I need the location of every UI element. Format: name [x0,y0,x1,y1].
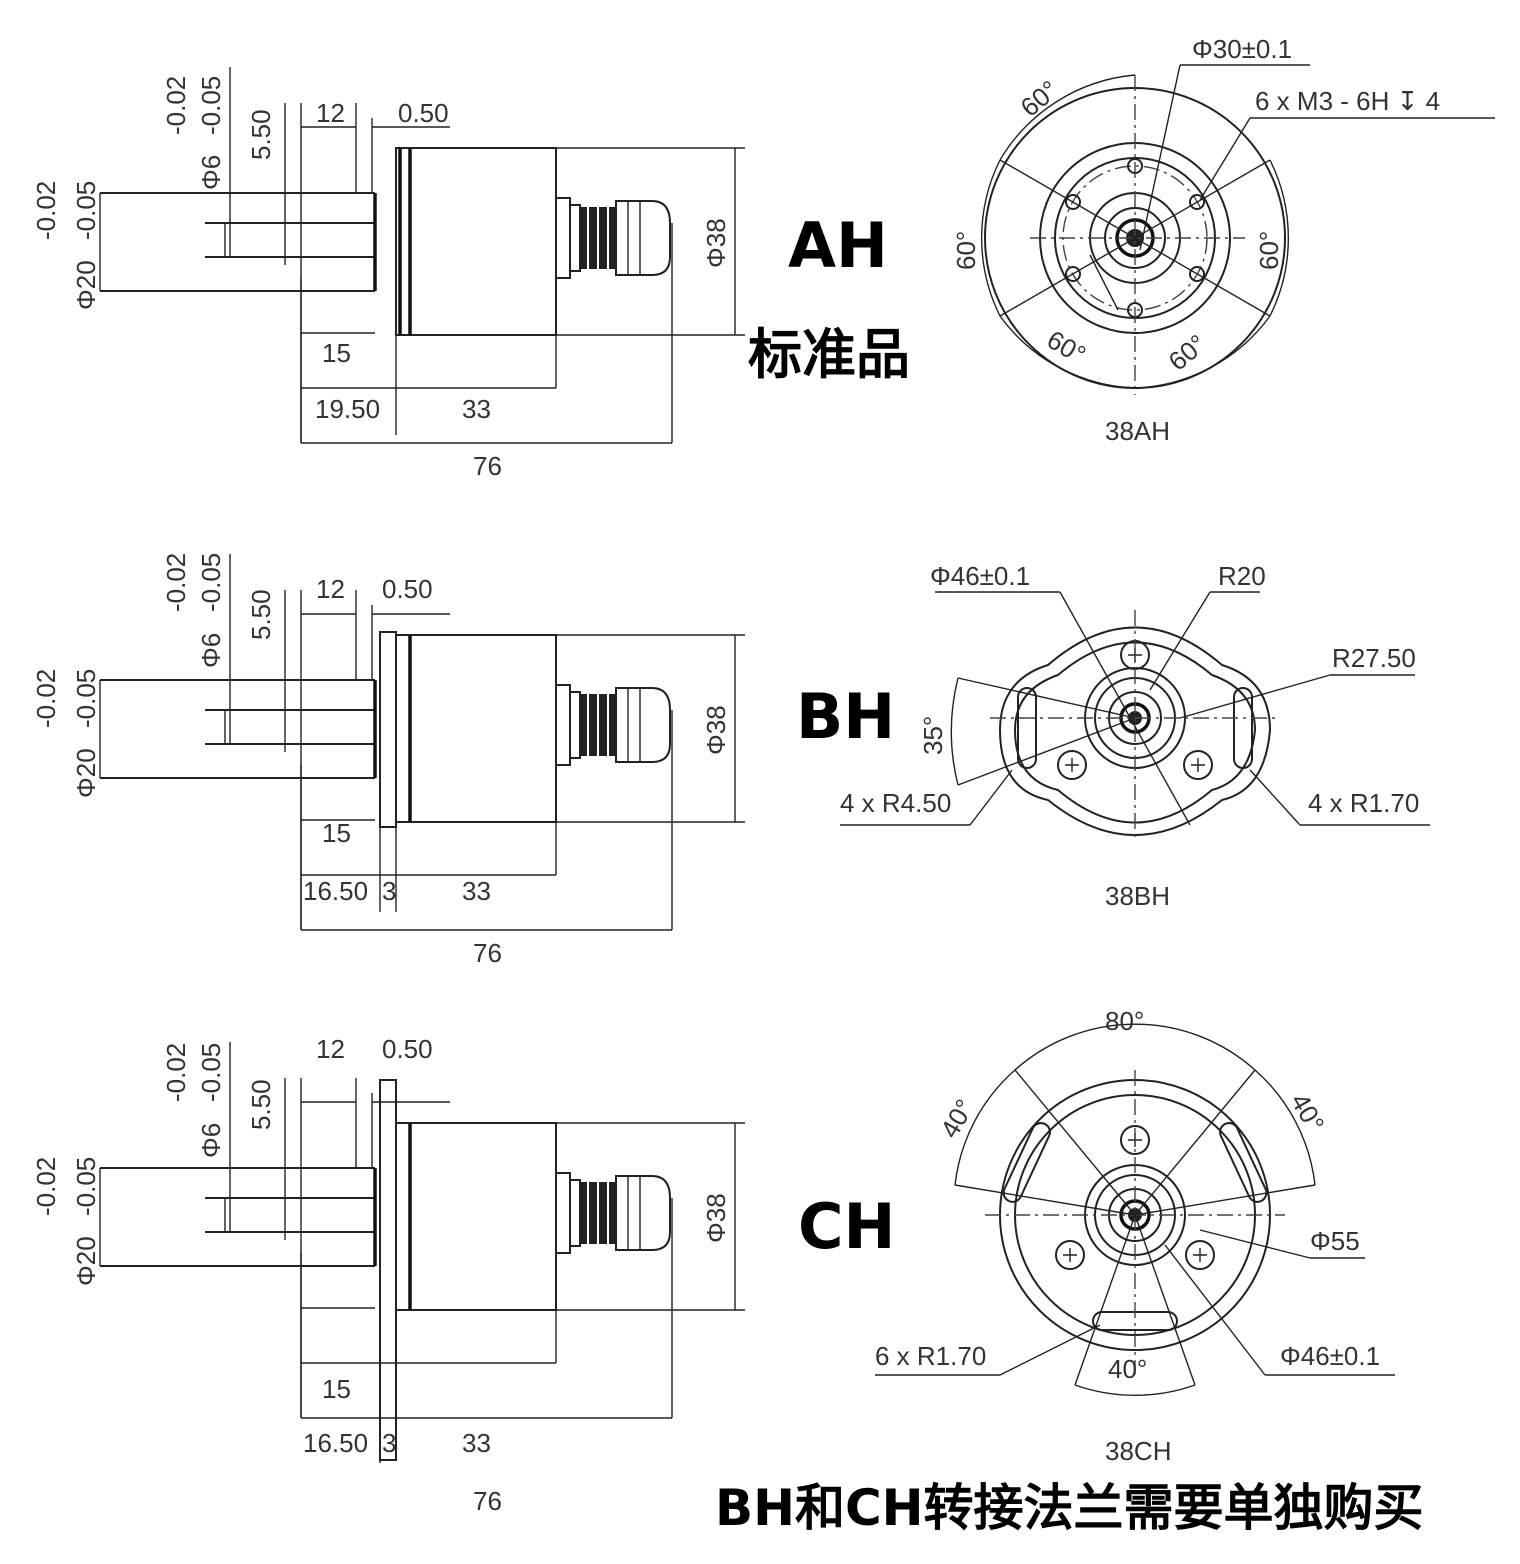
bh-total-len: 76 [473,938,502,968]
ah-sublabel: 标准品 [748,323,910,386]
ch-label: CH [798,1190,895,1263]
ch-boss-dia: Φ20 [71,1236,101,1286]
bh-slots: 4 x R4.50 [840,788,951,818]
ch-front-dia: Φ46±0.1 [1280,1341,1380,1371]
ah-flat-depth: 5.50 [246,109,276,160]
ah-boss-tol-lower: -0.05 [71,181,101,240]
bh-r20: R20 [1218,561,1266,591]
ah-holes: 6 x M3 - 6H ↧ 4 [1255,86,1440,116]
bh-body-len: 33 [462,876,491,906]
ah-total-len: 76 [473,451,502,481]
ch-boss-tol-upper: -0.02 [31,1157,61,1216]
bh-body-dia: Φ38 [701,705,731,755]
ah-angle-tl: 60° [1015,74,1064,122]
ch-outer-dia: Φ55 [1310,1226,1360,1256]
ah-angle-r: 60° [1254,231,1284,270]
footer-note: BH和CH转接法兰需要单独购买 [715,1479,1424,1537]
ch-gap: 0.50 [382,1034,433,1064]
bh-boss-dia: Φ20 [71,748,101,798]
ah-angle-bl: 60° [1042,324,1091,370]
ch-angle-right: 40° [1285,1088,1331,1137]
side-view-bh [98,552,747,932]
ch-total-len: 76 [473,1486,502,1516]
ch-body-len: 33 [462,1428,491,1458]
ah-boss-dia: Φ20 [71,260,101,310]
bh-label: BH [796,680,895,753]
ah-boss-len: 15 [322,338,351,368]
bh-holes: 4 x R1.70 [1308,788,1419,818]
ah-label: AH [788,209,888,282]
bh-shaft-len: 12 [316,574,345,604]
ch-shaft-len: 12 [316,1034,345,1064]
ah-body-len: 33 [462,394,491,424]
ah-angle-br: 60° [1163,328,1212,376]
ch-shaft-tol-lower: -0.05 [196,1043,226,1102]
ah-front-len: 19.50 [315,394,380,424]
ch-body-dia: Φ38 [701,1193,731,1243]
ch-boss-len: 15 [322,1374,351,1404]
bh-shaft-dia: Φ6 [196,633,226,668]
ch-holes: 6 x R1.70 [875,1341,986,1371]
ah-gap: 0.50 [398,98,449,128]
bh-boss-len: 15 [322,818,351,848]
ah-boss-tol-upper: -0.02 [31,181,61,240]
bh-front-dia: Φ46±0.1 [930,561,1030,591]
ah-caption: 38AH [1105,416,1170,446]
bh-boss-tol-lower: -0.05 [71,669,101,728]
bh-angle: 35° [918,716,948,755]
ch-shaft-dia: Φ6 [196,1123,226,1158]
ah-angle-l: 60° [951,231,981,270]
side-view-ah [98,65,747,445]
front-view-ch [875,1023,1395,1396]
ah-shaft-tol-lower: -0.05 [196,76,226,135]
ch-flange-thk: 3 [382,1428,396,1458]
ch-angle-bottom: 40° [1108,1354,1147,1384]
ah-front-dia: Φ30±0.1 [1192,34,1292,64]
bh-boss-tol-upper: -0.02 [31,669,61,728]
bh-shaft-tol-lower: -0.05 [196,553,226,612]
ah-shaft-tol-upper: -0.02 [161,76,191,135]
bh-gap: 0.50 [382,574,433,604]
ch-shaft-tol-upper: -0.02 [161,1043,191,1102]
side-view-ch [98,1040,747,1463]
front-view-ah [981,64,1495,395]
front-view-bh [840,591,1430,840]
bh-r27: R27.50 [1332,643,1416,673]
ah-body-dia: Φ38 [701,218,731,268]
ch-angle-left: 40° [934,1094,980,1143]
ch-front-len: 16.50 [303,1428,368,1458]
ch-angle-top: 80° [1105,1006,1144,1036]
bh-flat-depth: 5.50 [246,589,276,640]
ch-flat-depth: 5.50 [246,1079,276,1130]
ch-caption: 38CH [1105,1436,1171,1466]
bh-front-len: 16.50 [303,876,368,906]
ch-boss-tol-lower: -0.05 [71,1157,101,1216]
ah-shaft-len: 12 [316,98,345,128]
bh-shaft-tol-upper: -0.02 [161,553,191,612]
ah-shaft-dia: Φ6 [196,155,226,190]
bh-flange-thk: 3 [382,876,396,906]
bh-caption: 38BH [1105,881,1170,911]
